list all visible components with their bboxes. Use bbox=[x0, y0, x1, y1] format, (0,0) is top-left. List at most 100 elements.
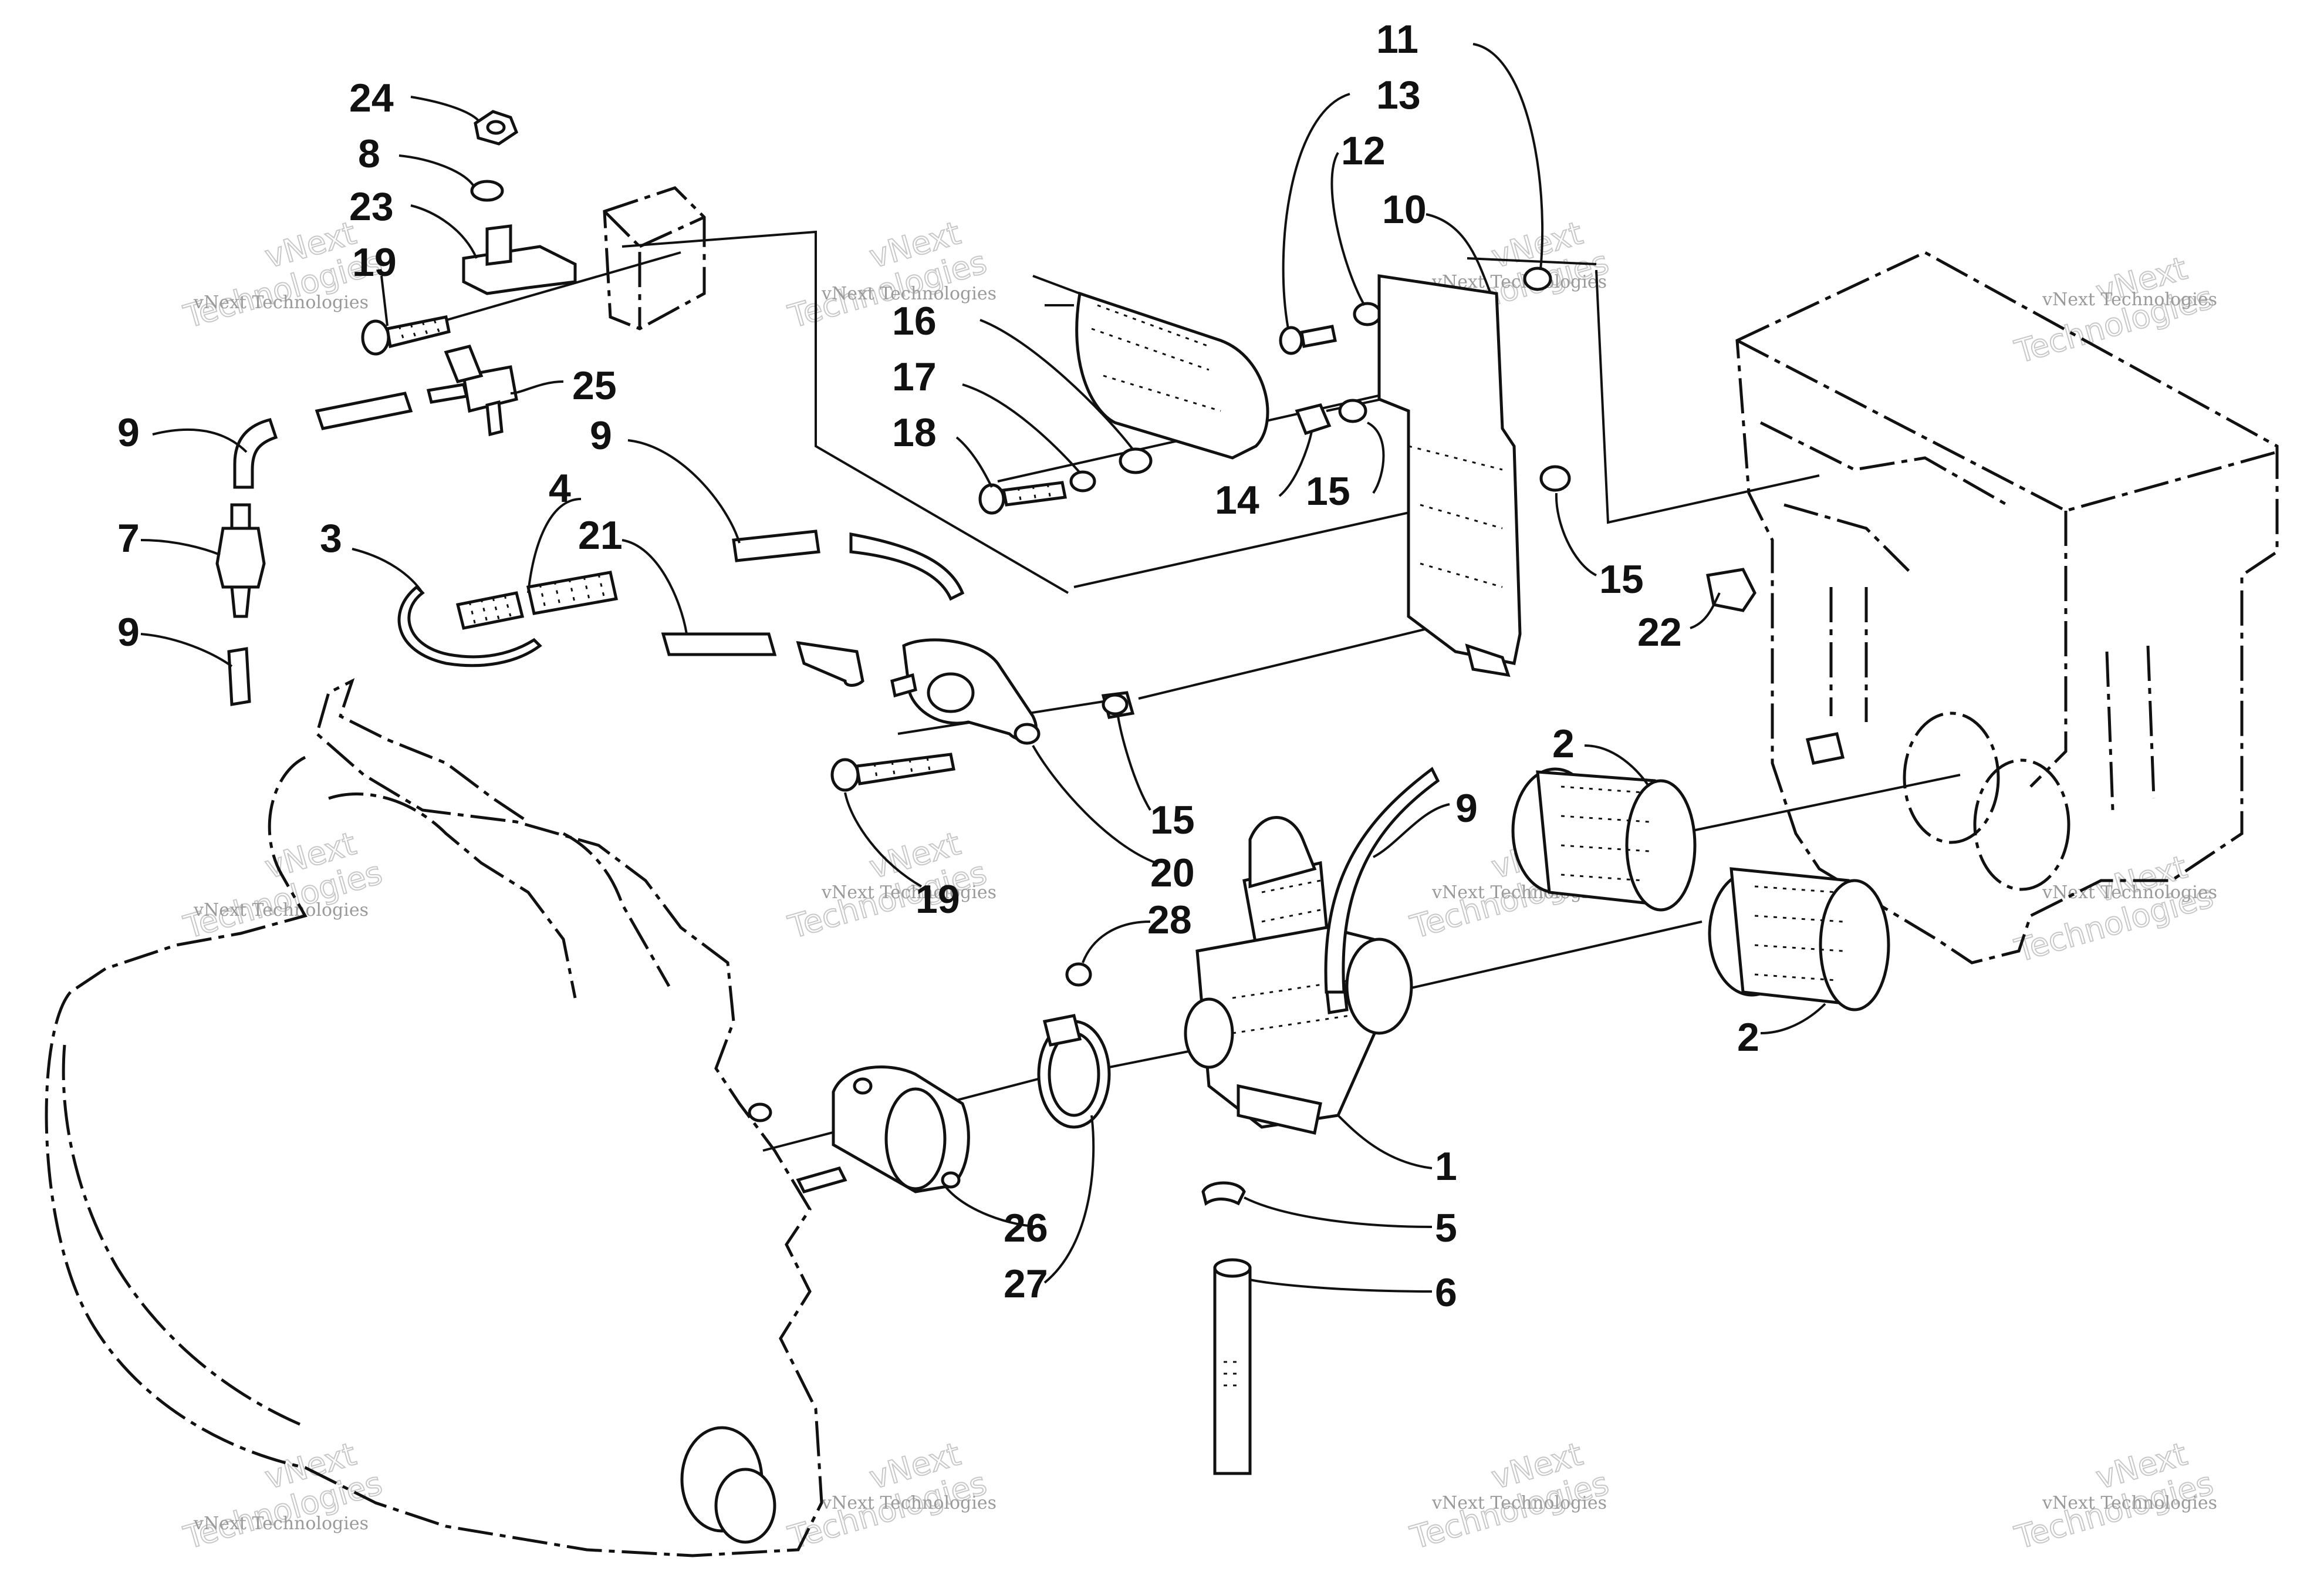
part-19-screw-lower bbox=[830, 753, 955, 792]
callout-10: 10 bbox=[1382, 187, 1427, 232]
part-10-mounting-bracket bbox=[1377, 274, 1522, 677]
callout-2-upper: 2 bbox=[1552, 721, 1575, 766]
callout-6: 6 bbox=[1435, 1270, 1457, 1315]
engine-shaft bbox=[714, 1468, 776, 1544]
part-26-intake-flange bbox=[832, 1065, 970, 1193]
callout-8: 8 bbox=[358, 131, 380, 176]
part-15-bushing-upper bbox=[1338, 399, 1367, 423]
callout-9-mid: 9 bbox=[590, 413, 612, 458]
part-8-washer bbox=[470, 180, 504, 202]
watermark-small-text: vNext Technologies bbox=[193, 1513, 369, 1534]
watermark-top-mid: Technologies vNext bbox=[783, 214, 991, 336]
part-15-grommet-right bbox=[1539, 465, 1571, 492]
airbox-latch bbox=[1805, 732, 1845, 765]
part-23-bracket bbox=[462, 224, 577, 295]
watermark-small-text: vNext Technologies bbox=[2042, 1493, 2217, 1513]
part-2-intake-boot-lower bbox=[1708, 867, 1890, 1011]
airbox-inlet-2 bbox=[1973, 758, 2070, 891]
engine-ghost-outline bbox=[45, 678, 823, 1557]
callout-5: 5 bbox=[1435, 1206, 1457, 1250]
part-28-plug bbox=[1065, 962, 1092, 987]
callout-28: 28 bbox=[1147, 898, 1192, 942]
part-15-spacer-mid bbox=[1102, 693, 1129, 716]
callout-19-lower: 19 bbox=[916, 877, 960, 922]
callout-9-left-bottom: 9 bbox=[117, 610, 140, 655]
leader-lines bbox=[140, 43, 1826, 1293]
callout-labels: 24 8 23 19 25 9 7 9 3 4 21 9 16 17 18 14… bbox=[117, 17, 1759, 1315]
callout-13: 13 bbox=[1376, 73, 1421, 117]
part-21-vent-tube bbox=[661, 632, 777, 656]
callout-22: 22 bbox=[1637, 610, 1682, 655]
airbox-ghost-outline bbox=[1735, 251, 2279, 965]
part-4-spring-pair bbox=[455, 571, 619, 630]
callout-17: 17 bbox=[892, 355, 937, 399]
engine-mount-bolt bbox=[748, 1102, 772, 1122]
watermark-small-text: vNext Technologies bbox=[193, 292, 369, 313]
part-16-flat-washer bbox=[1119, 447, 1153, 474]
callout-7: 7 bbox=[117, 516, 140, 561]
callout-24: 24 bbox=[349, 76, 394, 120]
callout-15-lower: 15 bbox=[1150, 798, 1195, 842]
watermark-mid-right: Technologies vNext bbox=[2010, 848, 2218, 970]
callout-26: 26 bbox=[1004, 1206, 1048, 1250]
part-22-clip bbox=[1706, 568, 1756, 612]
watermark-small-text: vNext Technologies bbox=[1431, 1493, 1607, 1513]
watermark-small-text: vNext Technologies bbox=[821, 882, 997, 903]
callout-14: 14 bbox=[1215, 478, 1259, 522]
part-12-washer bbox=[1353, 302, 1382, 326]
watermark-mid-left: Technologies vNext bbox=[179, 824, 387, 946]
callout-11: 11 bbox=[1376, 17, 1418, 62]
part-21-vent-tube-2 bbox=[796, 640, 864, 687]
callout-20: 20 bbox=[1150, 851, 1195, 895]
callout-21: 21 bbox=[578, 513, 623, 558]
part-9-fuel-hose-mid-2 bbox=[849, 532, 965, 601]
cable-anchor-ghost bbox=[603, 186, 706, 331]
watermark-small-text: vNext Technologies bbox=[2042, 289, 2217, 310]
engine-stud bbox=[796, 1166, 847, 1193]
part-7-fuel-filter bbox=[215, 503, 266, 618]
part-9-carb-vent-hose bbox=[1324, 767, 1440, 994]
part-2-intake-boot-upper bbox=[1511, 767, 1697, 912]
part-9-fuel-hose-elbow bbox=[233, 418, 278, 489]
callout-16: 16 bbox=[892, 299, 937, 343]
part-17-lock-washer bbox=[1069, 470, 1096, 493]
part-6-drain-tube bbox=[1213, 1258, 1252, 1475]
part-9-fuel-hose-mid bbox=[732, 530, 820, 562]
callout-27: 27 bbox=[1004, 1262, 1048, 1306]
throttle-housing bbox=[1032, 275, 1269, 460]
callout-9-carb: 9 bbox=[1455, 786, 1478, 831]
part-1-carburetor bbox=[1184, 816, 1413, 1135]
callout-15-upper: 15 bbox=[1306, 469, 1350, 514]
airbox-inlet-1 bbox=[1903, 711, 2000, 844]
callout-3: 3 bbox=[320, 516, 342, 561]
callout-12: 12 bbox=[1341, 129, 1386, 173]
part-11-nut bbox=[1523, 267, 1552, 291]
watermark-small-text: vNext Technologies bbox=[821, 284, 997, 304]
part-14-bushing bbox=[1295, 403, 1332, 436]
callout-2-lower: 2 bbox=[1737, 1015, 1759, 1060]
watermark-small-text: vNext Technologies bbox=[2042, 882, 2217, 903]
callout-1: 1 bbox=[1435, 1144, 1457, 1189]
part-5-hose-clip bbox=[1201, 1181, 1246, 1206]
callout-25: 25 bbox=[572, 363, 617, 408]
part-13-screw bbox=[1279, 325, 1337, 355]
part-9-fuel-hose-short bbox=[315, 392, 413, 430]
callout-4: 4 bbox=[549, 466, 571, 511]
part-18-screw bbox=[978, 481, 1067, 515]
part-20-fuel-pump bbox=[890, 638, 1041, 745]
watermark-small-text: vNext Technologies bbox=[821, 1493, 997, 1513]
part-25-fuel-valve bbox=[426, 345, 518, 437]
callout-19-upper: 19 bbox=[352, 240, 397, 285]
part-3-retainer-clip bbox=[397, 585, 542, 667]
part-24-nut bbox=[474, 110, 519, 146]
callout-18: 18 bbox=[892, 410, 937, 455]
watermark-small-text: vNext Technologies bbox=[193, 900, 369, 920]
callout-9-left-top: 9 bbox=[117, 410, 140, 455]
part-19-screw-upper bbox=[361, 315, 451, 356]
part-27-hose-clamp bbox=[1037, 1014, 1111, 1129]
part-9-fuel-hose-lower bbox=[227, 647, 251, 706]
callout-23: 23 bbox=[349, 184, 394, 229]
callout-15-right: 15 bbox=[1599, 557, 1644, 602]
